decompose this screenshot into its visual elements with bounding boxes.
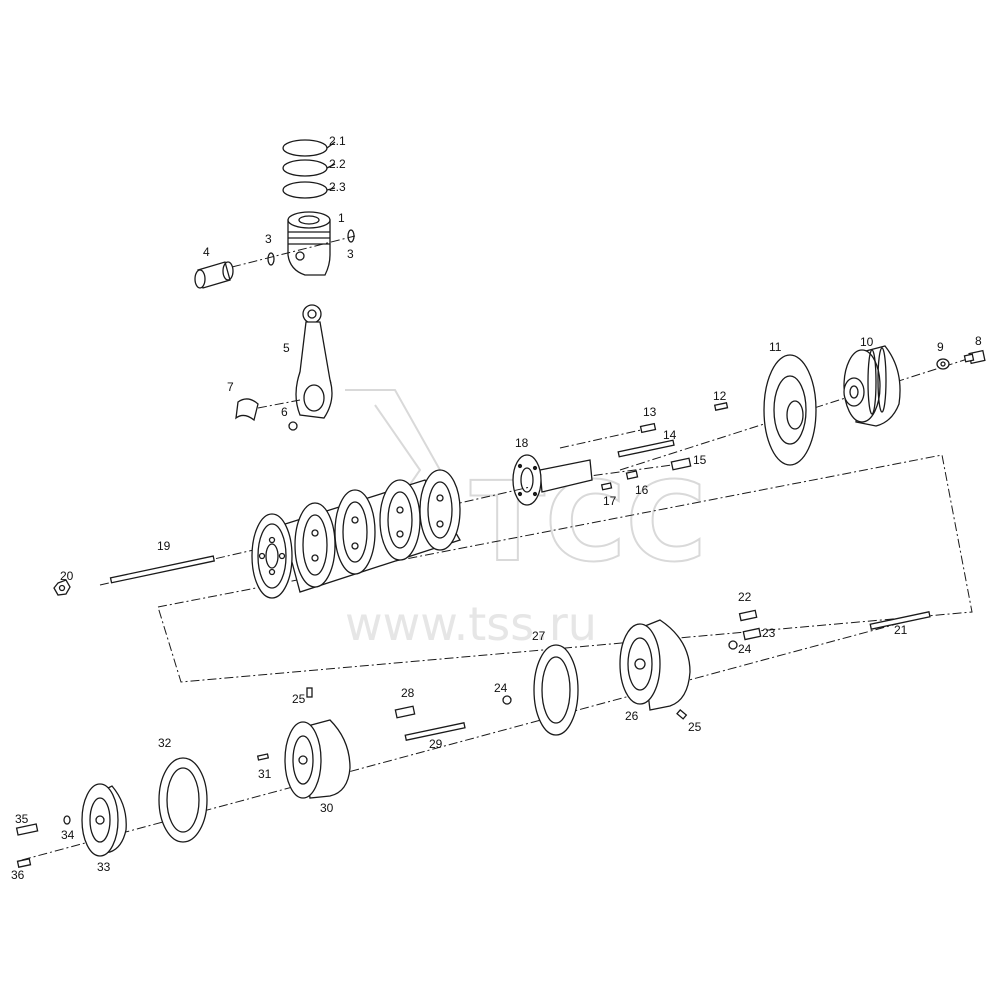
callout-18: 18: [515, 436, 529, 450]
callout-25-upper: 25: [292, 692, 306, 706]
callout-22: 22: [738, 590, 752, 604]
callout-3-left: 3: [265, 232, 272, 246]
callout-7: 7: [227, 380, 234, 394]
callout-6: 6: [281, 405, 288, 419]
callout-14: 14: [663, 428, 677, 442]
callout-3-right: 3: [347, 247, 354, 261]
callout-15: 15: [693, 453, 707, 467]
circlip-right-icon: [347, 229, 355, 243]
washer-34-icon: [63, 815, 71, 825]
bolt-22-icon: [738, 609, 758, 622]
seal-ring-32-icon: [158, 757, 208, 843]
screw-25-upper-icon: [306, 687, 313, 698]
damper-icon: [763, 354, 817, 466]
callout-26: 26: [625, 709, 639, 723]
pin-31-icon: [256, 753, 270, 761]
callout-27: 27: [532, 629, 546, 643]
pulley-bolt-icon: [963, 349, 986, 365]
callout-12: 12: [713, 389, 727, 403]
callout-10: 10: [860, 335, 874, 349]
nut-24-lower-icon: [502, 695, 512, 705]
callout-4: 4: [203, 245, 210, 259]
callout-2-3: 2.3: [329, 180, 346, 194]
callout-31: 31: [258, 767, 272, 781]
small-bolt-12-icon: [713, 402, 729, 411]
bolt-28-icon: [394, 705, 416, 719]
callout-28: 28: [401, 686, 415, 700]
callout-2-1: 2.1: [329, 134, 346, 148]
long-bolt-29-icon: [404, 722, 466, 741]
callout-24-lower: 24: [494, 681, 508, 695]
callout-20: 20: [60, 569, 74, 583]
piston-pin-icon: [194, 261, 234, 289]
screw-36-icon: [16, 858, 32, 868]
rear-flange-26-icon: [619, 619, 691, 711]
nut-24-upper-icon: [728, 640, 738, 650]
connecting-rod-icon: [295, 304, 333, 419]
pin-17-icon: [600, 482, 613, 491]
tie-rod-19-icon: [109, 555, 216, 584]
assembly-frame: [157, 454, 973, 683]
callout-1: 1: [338, 211, 345, 225]
ring-2-3-icon: [282, 181, 328, 199]
front-flange-icon: [512, 454, 593, 506]
callout-13: 13: [643, 405, 657, 419]
circlip-left-icon: [267, 252, 275, 266]
callout-2-2: 2.2: [329, 157, 346, 171]
tie-rod-21-icon: [869, 611, 931, 630]
end-flange-33-icon: [81, 783, 127, 857]
bolt-35-icon: [15, 823, 39, 836]
bearing-shell-icon: [235, 398, 259, 422]
seal-ring-27-icon: [533, 644, 579, 736]
callout-21: 21: [894, 623, 908, 637]
callout-29: 29: [429, 737, 443, 751]
callout-23: 23: [762, 626, 776, 640]
crankshaft-assembly-icon: [251, 469, 461, 599]
callout-30: 30: [320, 801, 334, 815]
callout-labels: 2.1 2.2 2.3 1 3 3 4 5 6 7 8 9 10 11 12 1…: [11, 134, 982, 882]
callout-33: 33: [97, 860, 111, 874]
bolt-15-icon: [670, 457, 692, 471]
piston-rings: [282, 139, 336, 199]
long-bolt-14-icon: [617, 439, 675, 458]
callout-16: 16: [635, 483, 649, 497]
ring-2-1-icon: [282, 139, 328, 157]
bolt-13-icon: [639, 422, 657, 434]
watermark-site: www.tss.ru: [345, 597, 597, 651]
callout-9: 9: [937, 340, 944, 354]
washer-icon: [936, 358, 950, 370]
callout-24-upper: 24: [738, 642, 752, 656]
callout-34: 34: [61, 828, 75, 842]
callout-35: 35: [15, 812, 29, 826]
nut-20-icon: [53, 579, 71, 596]
dowel-16-icon: [625, 470, 639, 480]
bolt-23-icon: [742, 627, 762, 641]
housing-30-icon: [284, 719, 351, 799]
screw-25-right-icon: [676, 708, 688, 720]
callout-36: 36: [11, 868, 25, 882]
pulley-icon: [843, 345, 901, 427]
callout-19: 19: [157, 539, 171, 553]
rod-bolt-icon: [288, 421, 298, 431]
piston-icon: [287, 211, 331, 276]
ring-2-2-icon: [282, 159, 328, 177]
callout-5: 5: [283, 341, 290, 355]
callout-8: 8: [975, 334, 982, 348]
callout-32: 32: [158, 736, 172, 750]
callout-17: 17: [603, 494, 617, 508]
callout-25-right: 25: [688, 720, 702, 734]
callout-11: 11: [769, 340, 782, 354]
